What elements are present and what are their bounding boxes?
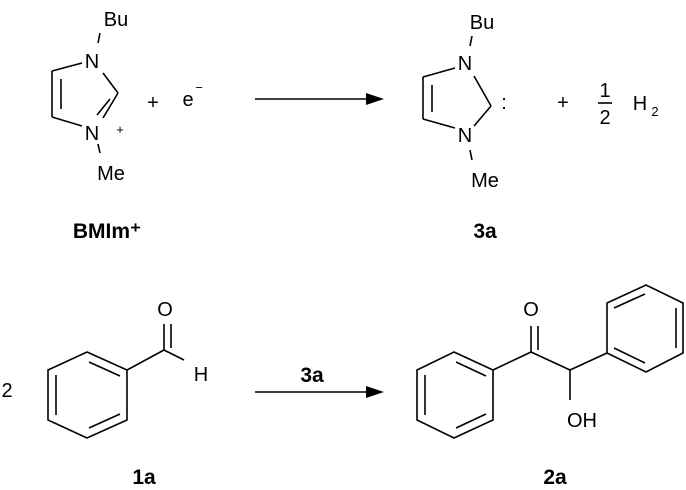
nitrogen-1-label: N <box>458 53 472 75</box>
oxygen-label: O <box>157 299 173 321</box>
fraction-denominator: 2 <box>599 107 610 129</box>
electron-charge: − <box>195 80 203 95</box>
compound-label-1a: 1a <box>132 466 156 489</box>
positive-charge: + <box>116 122 124 137</box>
oxygen-label: O <box>523 299 539 321</box>
hydrogen-subscript: 2 <box>651 104 658 119</box>
reaction-arrow-1 <box>255 93 384 105</box>
carbene-structure: Bu N : N Me 3a <box>422 12 507 243</box>
compound-label-2a: 2a <box>543 466 567 489</box>
methyl-label: Me <box>471 170 499 192</box>
nitrogen-3-label: N <box>85 123 99 145</box>
benzoin-structure: O OH 2a <box>416 284 684 489</box>
fraction-numerator: 1 <box>599 80 610 102</box>
plus-sign: + <box>557 92 569 114</box>
plus-sign: + <box>147 92 159 114</box>
nitrogen-1-label: N <box>85 51 99 73</box>
hydrogen-symbol: H <box>633 93 647 115</box>
electron-symbol: e <box>182 89 193 111</box>
hydroxyl-label: OH <box>567 410 597 432</box>
butyl-label: Bu <box>470 12 494 34</box>
nitrogen-3-label: N <box>458 125 472 147</box>
compound-label-3a: 3a <box>473 220 497 243</box>
benzaldehyde-structure: O H 1a <box>47 299 208 489</box>
bmim-cation-structure: Bu N N + Me BMIm⁺ <box>51 9 141 243</box>
stoichiometric-coefficient: 2 <box>1 380 12 402</box>
methyl-label: Me <box>97 163 125 185</box>
reaction-arrow-2 <box>255 386 384 398</box>
catalyst-label: 3a <box>300 364 324 387</box>
compound-label-bmim: BMIm⁺ <box>73 220 141 243</box>
carbene-lone-pair: : <box>501 92 507 114</box>
butyl-label: Bu <box>104 9 128 31</box>
hydrogen-label: H <box>194 364 208 386</box>
